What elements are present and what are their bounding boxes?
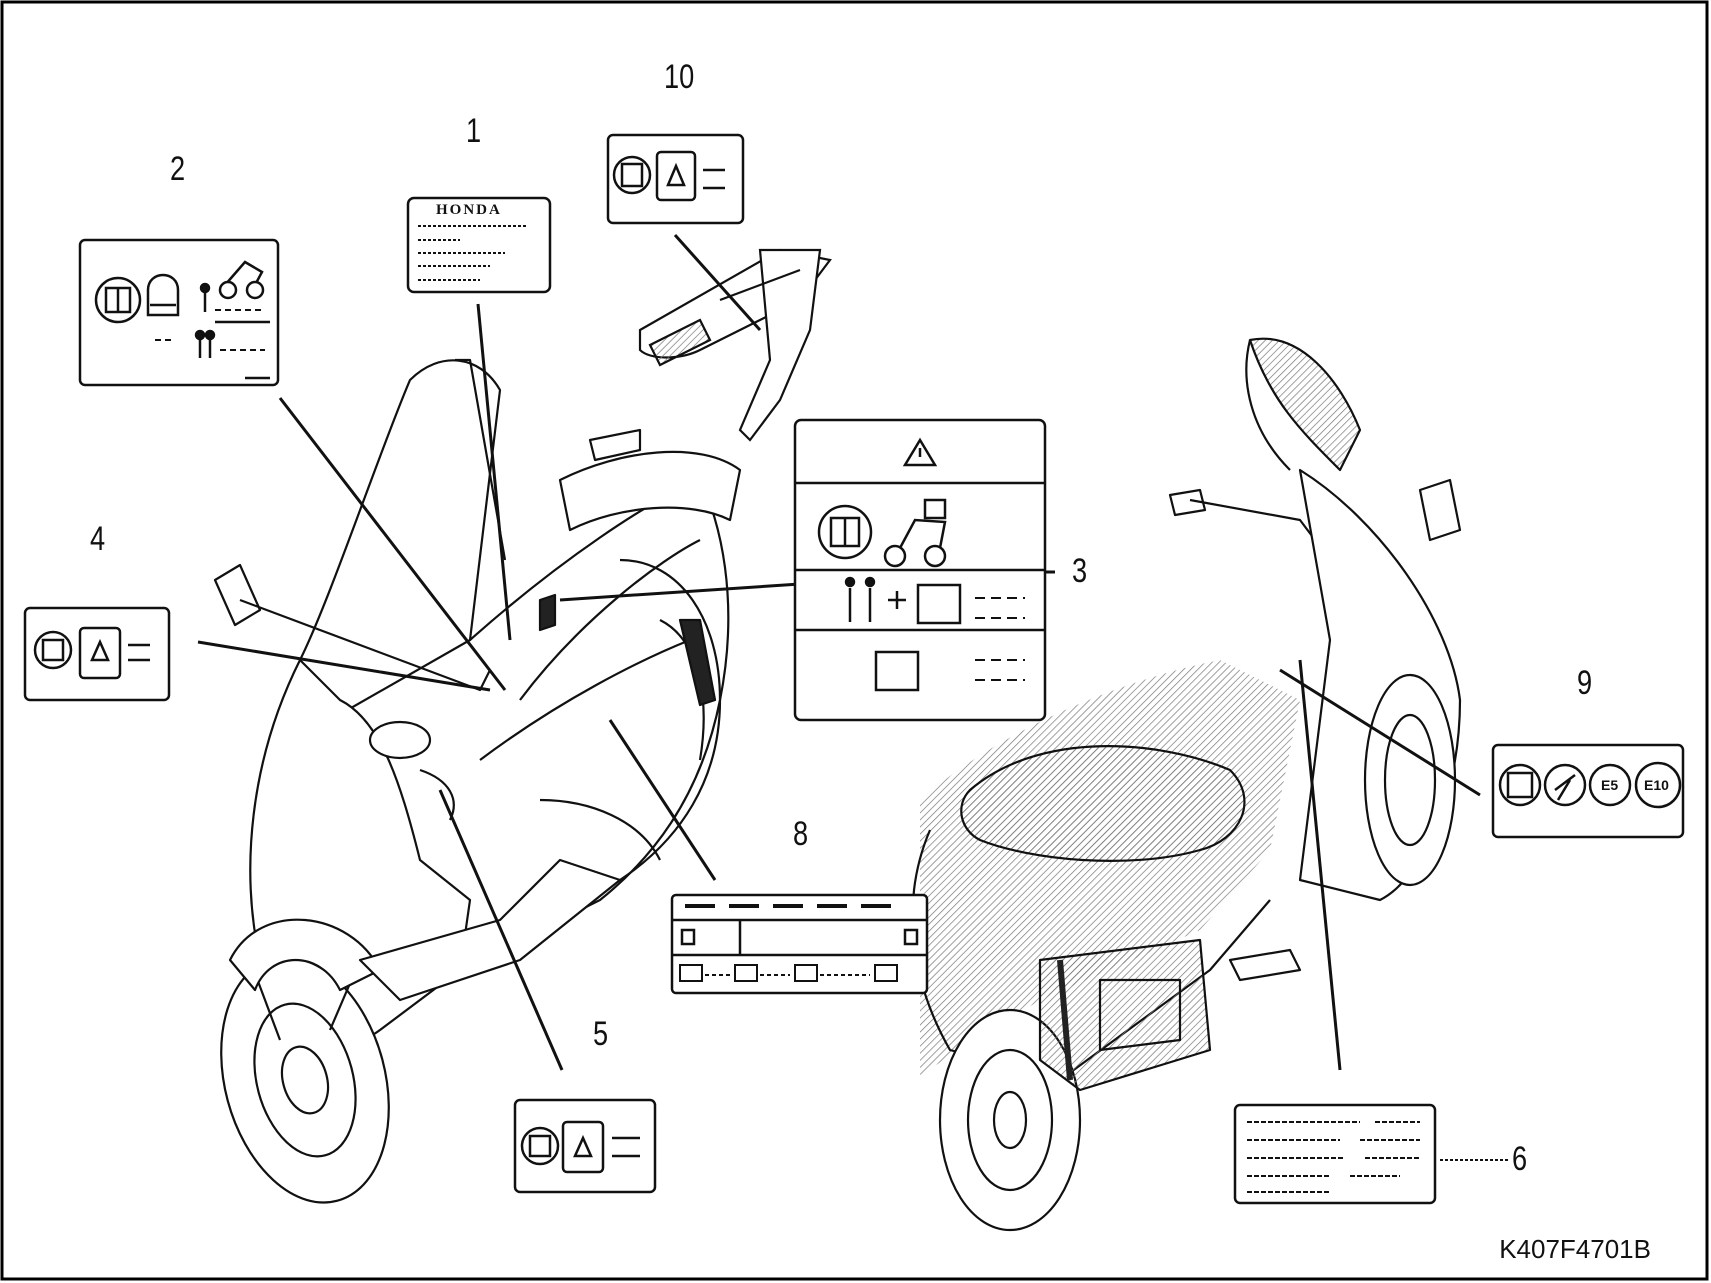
label-2-load-warning: [78, 238, 280, 387]
callout-3: 3: [1072, 552, 1088, 590]
leader-lines: [197, 233, 1481, 1071]
callout-6: 6: [1512, 1140, 1528, 1178]
scooter-left-drawing: [213, 358, 742, 1204]
callout-1: 1: [466, 112, 482, 150]
warning-triangle-icon: [902, 437, 938, 467]
label-9-fuel-spec: [1491, 743, 1685, 839]
callout-2: 2: [170, 150, 186, 188]
label-4-fuel-warning: [23, 606, 171, 702]
e5-mark: E5: [1601, 777, 1619, 793]
e10-mark: E10: [1644, 777, 1669, 793]
drawing-code: K407F4701B: [1499, 1234, 1651, 1264]
callout-10: 10: [664, 58, 695, 96]
callout-5: 5: [593, 1015, 609, 1053]
label-5-fuel-warning: [513, 1098, 657, 1194]
callout-4: 4: [90, 520, 106, 558]
label-6-emission-info: [1233, 1103, 1437, 1205]
scooter-right-drawing: [911, 337, 1462, 1232]
callout-8: 8: [793, 815, 809, 853]
label-10-carrier-load: [606, 133, 745, 225]
label-1-honda-plate: [406, 196, 552, 294]
label-8-tire-info: [670, 893, 929, 995]
label-3-caution-load: [793, 418, 1047, 722]
rear-carrier-drawing: [638, 248, 832, 442]
callout-9: 9: [1577, 664, 1593, 702]
honda-brand-text: HONDA: [436, 202, 502, 218]
